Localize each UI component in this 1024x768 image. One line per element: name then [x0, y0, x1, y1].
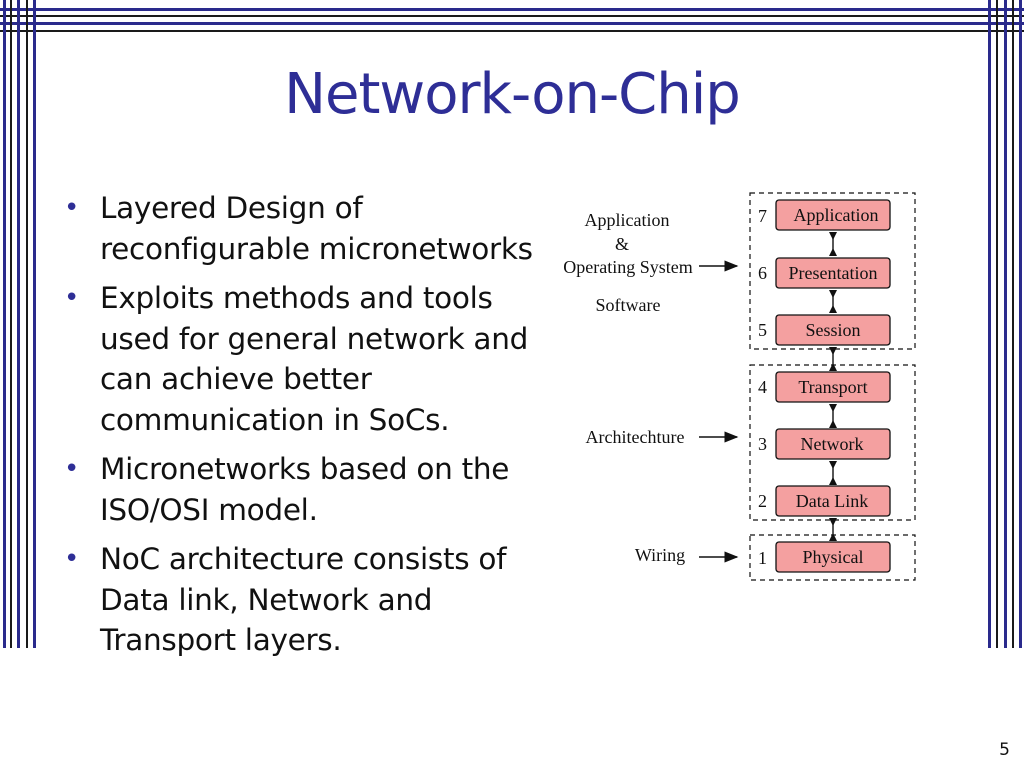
layer-1: 1 Physical	[758, 541, 891, 573]
layer-label: Session	[805, 320, 860, 340]
frame-top-line-1	[0, 8, 1024, 11]
layer-number: 5	[758, 320, 767, 340]
frame-right-line-3	[1004, 0, 1007, 648]
frame-top-line-4	[0, 30, 1024, 32]
frame-left-line-3	[17, 0, 20, 648]
layer-number: 1	[758, 548, 767, 568]
frame-left-line-5	[33, 0, 36, 648]
software-group-box	[749, 192, 916, 350]
layer-number: 6	[758, 263, 767, 283]
connector-arrowheads	[829, 232, 837, 541]
frame-left-line-4	[26, 0, 28, 648]
bullet-text: Micronetworks based on the ISO/OSI model…	[100, 452, 510, 527]
layer-label: Presentation	[789, 263, 878, 283]
layer-number: 2	[758, 491, 767, 511]
layer-6: 6 Presentation	[758, 257, 891, 289]
software-label: Software	[596, 295, 661, 315]
layer-7: 7 Application	[758, 199, 891, 231]
frame-right-line-4	[1012, 0, 1014, 648]
wiring-label: Wiring	[635, 545, 685, 565]
frame-left-line-1	[3, 0, 6, 648]
layer-number: 4	[758, 377, 767, 397]
layer-4: 4 Transport	[758, 371, 891, 403]
frame-right-line-1	[988, 0, 991, 648]
frame-top-line-2	[0, 15, 1024, 17]
software-application-label: Application	[585, 210, 670, 230]
bullet-dot-icon: •	[64, 283, 80, 313]
layer-label: Physical	[803, 547, 864, 567]
frame-top-line-3	[0, 22, 1024, 25]
frame-right-line-5	[1019, 0, 1022, 648]
layer-label: Data Link	[796, 491, 868, 511]
layer-5: 5 Session	[758, 314, 891, 346]
bullet-item: • Micronetworks based on the ISO/OSI mode…	[58, 449, 558, 530]
software-os-label: Operating System	[563, 257, 692, 277]
bullet-item: • Exploits methods and tools used for gen…	[58, 278, 558, 440]
bullet-dot-icon: •	[64, 544, 80, 574]
bullet-item: • Layered Design of reconfigurable micron…	[58, 188, 558, 269]
layer-label: Transport	[798, 377, 867, 397]
bullet-item: • NoC architecture consists of Data link,…	[58, 539, 558, 661]
layer-3: 3 Network	[758, 428, 891, 460]
architecture-label: Architechture	[586, 427, 685, 447]
slide-title: Network-on-Chip	[284, 62, 741, 127]
bullet-text: NoC architecture consists of Data link, …	[100, 542, 507, 657]
frame-left-line-2	[10, 0, 12, 648]
layer-2: 2 Data Link	[758, 485, 891, 517]
bullet-dot-icon: •	[64, 454, 80, 484]
software-ampersand-label: &	[615, 234, 629, 254]
bullet-list: • Layered Design of reconfigurable micron…	[58, 188, 558, 670]
bullet-dot-icon: •	[64, 193, 80, 223]
bullet-text: Exploits methods and tools used for gene…	[100, 281, 529, 437]
layer-label: Application	[794, 205, 879, 225]
layer-number: 3	[758, 434, 767, 454]
bullet-text: Layered Design of reconfigurable microne…	[100, 191, 533, 266]
layer-number: 7	[758, 206, 767, 226]
frame-right-line-2	[996, 0, 998, 648]
slide-number: 5	[999, 740, 1010, 760]
layer-label: Network	[801, 434, 864, 454]
